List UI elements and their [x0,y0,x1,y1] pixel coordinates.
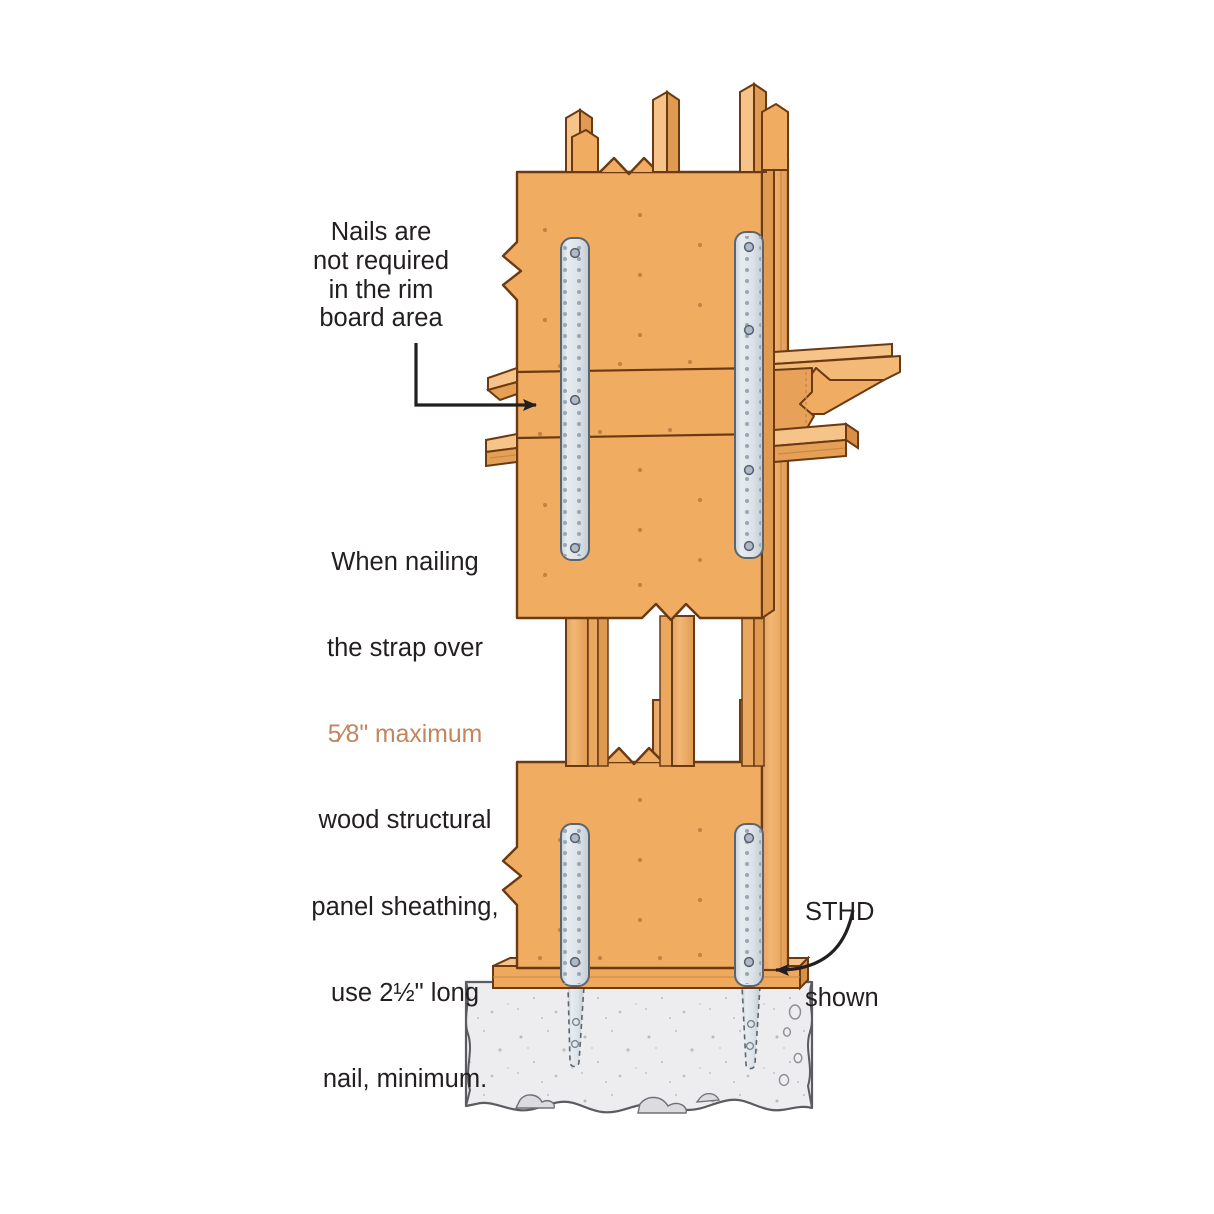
strap-right-lower [734,823,764,987]
floor-framing-right [773,342,901,464]
concrete-foundation [464,980,814,1114]
studs-above-sheathing [565,82,789,173]
wall-framing-midspan [565,615,765,767]
leader-sthd-label [775,909,855,976]
annotation-sthd-label: STHD shown [805,840,925,1071]
strap-left-upper [560,237,590,561]
annotation-nails-note: Nails are not required in the rim board … [312,218,450,333]
strap-right-upper [734,231,764,559]
strap-note-line-6: use 2½" long [331,978,479,1007]
floor-framing-left [485,366,518,468]
strap-note-line-5: panel sheathing, [311,892,499,921]
leader-nails-note [414,343,537,411]
sthd-label-line-1: STHD [805,897,875,926]
sheathing-panel-upper [501,156,775,622]
strap-left-lower [560,823,590,987]
annotation-strap-note: When nailing the strap over 5⁄8" maximum… [299,490,511,1152]
strap-note-line-4: wood structural [318,806,492,835]
sheathing-panel-lower [501,746,764,970]
strap-note-line-1: When nailing [331,547,479,576]
strap-note-line-7: nail, minimum. [322,1065,488,1094]
sthd-label-line-2: shown [805,984,879,1013]
strap-embedment [567,985,761,1070]
rim-board-lines [516,359,763,440]
strap-note-highlight: 5⁄8" maximum [327,720,483,748]
strap-note-line-2: the strap over [327,634,483,663]
